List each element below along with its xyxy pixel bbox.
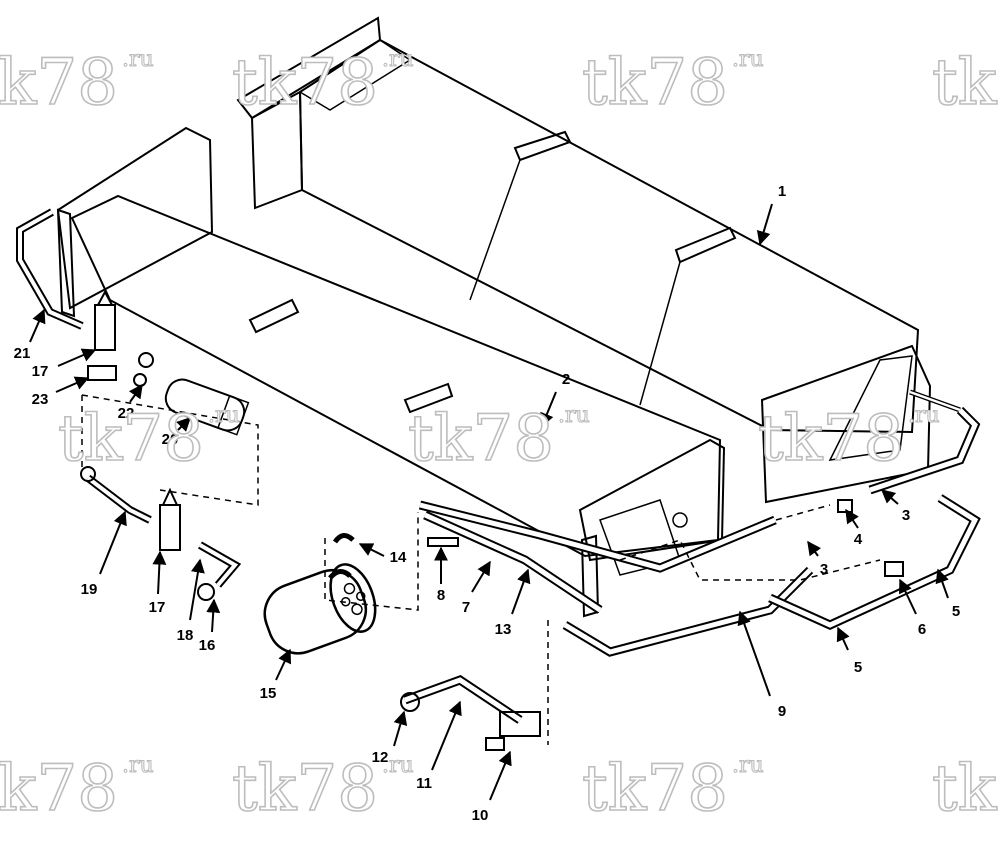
leader-9 bbox=[737, 610, 771, 697]
callout-17: 17 bbox=[149, 599, 166, 616]
callout-13: 13 bbox=[495, 621, 512, 638]
watermark-suffix: .ru bbox=[122, 47, 154, 72]
callout-6: 6 bbox=[918, 621, 926, 638]
callout-7: 7 bbox=[462, 599, 470, 616]
leader-3 bbox=[880, 489, 899, 505]
leader-17 bbox=[152, 550, 167, 595]
components bbox=[80, 289, 904, 751]
callout-14: 14 bbox=[390, 549, 407, 566]
watermark-suffix: .ru bbox=[382, 753, 414, 778]
leader-19 bbox=[99, 510, 127, 575]
leader-3 bbox=[807, 540, 822, 557]
callout-3: 3 bbox=[820, 561, 828, 578]
watermark-text: tk78 bbox=[582, 752, 728, 826]
callout-11: 11 bbox=[416, 775, 432, 792]
callout-3: 3 bbox=[902, 507, 910, 524]
watermark: tk78.ru bbox=[0, 751, 154, 827]
leader-20 bbox=[176, 417, 191, 432]
callout-2: 2 bbox=[562, 371, 570, 388]
watermark-text: tk78 bbox=[932, 752, 1000, 826]
leader-7 bbox=[471, 560, 491, 593]
watermark: tk78.ru bbox=[231, 45, 414, 121]
watermark-suffix: .ru bbox=[732, 753, 764, 778]
callout-4: 4 bbox=[854, 531, 863, 548]
leader-13 bbox=[511, 568, 531, 615]
watermark-suffix: .ru bbox=[908, 403, 940, 428]
callout-labels: 1233455678910111213141516171718192021222… bbox=[14, 183, 961, 824]
watermark-text: tk78 bbox=[58, 402, 204, 476]
watermark: tk78.ru bbox=[231, 751, 414, 827]
watermark-text: tk78 bbox=[758, 402, 904, 476]
callout-23: 23 bbox=[32, 391, 49, 408]
watermark: tk78.ru bbox=[581, 45, 764, 121]
leader-15 bbox=[275, 648, 292, 681]
callout-16: 16 bbox=[199, 637, 216, 654]
callout-5: 5 bbox=[854, 659, 862, 676]
watermark-text: tk78 bbox=[0, 752, 118, 826]
watermark-suffix: .ru bbox=[208, 403, 240, 428]
watermark: tk78.ru bbox=[931, 45, 1000, 121]
watermark-text: tk78 bbox=[232, 46, 378, 120]
callout-12: 12 bbox=[372, 749, 389, 766]
callout-1: 1 bbox=[778, 183, 786, 200]
callout-9: 9 bbox=[778, 703, 786, 720]
leader-4 bbox=[845, 508, 859, 529]
callout-22: 22 bbox=[118, 405, 135, 422]
callout-5: 5 bbox=[952, 603, 960, 620]
watermark: tk78.ru bbox=[581, 751, 764, 827]
refrigerant-lines bbox=[16, 208, 981, 724]
callout-leaders bbox=[29, 203, 949, 801]
leader-21 bbox=[29, 308, 46, 343]
leader-1 bbox=[756, 203, 773, 246]
leader-14 bbox=[358, 543, 385, 557]
leader-18 bbox=[189, 558, 205, 621]
evaporator-coil-2 bbox=[56, 126, 726, 618]
leader-22 bbox=[129, 383, 143, 403]
leader-11 bbox=[431, 700, 462, 771]
watermark: tk78.ru bbox=[931, 751, 1000, 827]
watermark-suffix: .ru bbox=[382, 47, 414, 72]
watermark-suffix: .ru bbox=[122, 753, 154, 778]
leader-5 bbox=[836, 626, 850, 651]
callout-15: 15 bbox=[260, 685, 277, 702]
callout-20: 20 bbox=[162, 431, 179, 448]
leader-12 bbox=[393, 710, 408, 747]
watermark-text: tk78 bbox=[932, 46, 1000, 120]
watermark-text: tk78 bbox=[232, 752, 378, 826]
leader-10 bbox=[489, 750, 512, 801]
leader-16 bbox=[206, 598, 221, 633]
callout-18: 18 bbox=[177, 627, 194, 644]
callout-8: 8 bbox=[437, 587, 445, 604]
watermark-suffix: .ru bbox=[558, 403, 590, 428]
watermark-suffix: .ru bbox=[732, 47, 764, 72]
callout-17: 17 bbox=[32, 363, 49, 380]
watermark: tk78.ru bbox=[57, 401, 240, 477]
watermark-layer: tk78.rutk78.rutk78.rutk78.rutk78.rutk78.… bbox=[0, 45, 1000, 827]
watermark-text: tk78 bbox=[582, 46, 728, 120]
callout-21: 21 bbox=[14, 345, 31, 362]
assembly-guides bbox=[81, 394, 881, 745]
leader-17 bbox=[57, 348, 97, 367]
evaporator-coil-1 bbox=[236, 16, 961, 504]
callout-10: 10 bbox=[472, 807, 489, 824]
leader-2 bbox=[540, 391, 557, 428]
watermark: tk78.ru bbox=[407, 401, 590, 477]
callout-19: 19 bbox=[81, 581, 98, 598]
leader-6 bbox=[899, 578, 917, 615]
watermark: tk78.ru bbox=[0, 45, 154, 121]
watermark: tk78.ru bbox=[757, 401, 940, 477]
leader-23 bbox=[55, 376, 90, 393]
watermark-text: tk78 bbox=[0, 46, 118, 120]
watermark-text: tk78 bbox=[408, 402, 554, 476]
leader-5 bbox=[935, 568, 949, 599]
